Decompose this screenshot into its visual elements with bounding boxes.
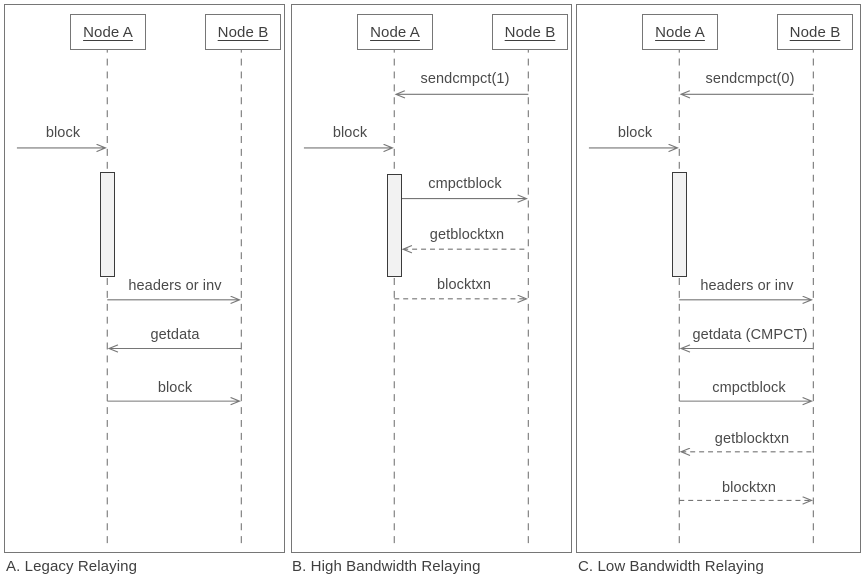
message-label-block-out: block [157, 380, 193, 396]
message-label-block-in: block [45, 125, 81, 141]
message-label-cmpctblock: cmpctblock [428, 176, 502, 192]
actor-label-node-b: Node B [504, 23, 556, 41]
panel-legacy-relaying: Node A Node B block headers or inv getda… [4, 4, 285, 553]
actor-box-node-b: Node B [777, 14, 853, 50]
actor-label-node-a: Node A [370, 23, 420, 41]
panel-caption-b: B. High Bandwidth Relaying [292, 558, 481, 575]
panel-low-bandwidth-relaying: Node A Node B sendcmpct(0) block headers… [576, 4, 861, 553]
actor-label-node-b: Node B [789, 23, 841, 41]
message-label-sendcmpct-0: sendcmpct(0) [705, 71, 795, 87]
message-label-getdata-cmpct: getdata (CMPCT) [692, 327, 808, 343]
panel-caption-a: A. Legacy Relaying [6, 558, 138, 575]
message-label-cmpctblock: cmpctblock [712, 380, 786, 396]
message-label-headers-or-inv: headers or inv [128, 278, 222, 294]
actor-box-node-b: Node B [205, 14, 281, 50]
panel-high-bandwidth-relaying: Node A Node B sendcmpct(1) block cmpctbl… [291, 4, 572, 553]
message-label-headers-or-inv: headers or inv [700, 278, 794, 294]
message-label-sendcmpct-1: sendcmpct(1) [420, 71, 510, 87]
actor-label-node-b: Node B [217, 23, 269, 41]
actor-box-node-a: Node A [642, 14, 718, 50]
actor-box-node-a: Node A [357, 14, 433, 50]
panel-b-canvas [303, 45, 529, 545]
actor-box-node-b: Node B [492, 14, 568, 50]
message-label-block-in: block [332, 125, 368, 141]
message-label-blocktxn: blocktxn [722, 480, 776, 496]
panel-caption-c: C. Low Bandwidth Relaying [578, 558, 764, 575]
message-label-block-in: block [617, 125, 653, 141]
message-label-blocktxn: blocktxn [437, 277, 491, 293]
message-label-getblocktxn: getblocktxn [714, 431, 790, 447]
message-label-getdata: getdata [150, 327, 200, 343]
activation-bar-node-a [672, 172, 687, 277]
actor-box-node-a: Node A [70, 14, 146, 50]
activation-bar-node-a [100, 172, 115, 277]
actor-label-node-a: Node A [83, 23, 133, 41]
activation-bar-node-a [387, 174, 402, 277]
panel-c-canvas [588, 45, 814, 545]
panel-a-canvas [16, 45, 242, 545]
actor-label-node-a: Node A [655, 23, 705, 41]
message-label-getblocktxn: getblocktxn [429, 227, 505, 243]
